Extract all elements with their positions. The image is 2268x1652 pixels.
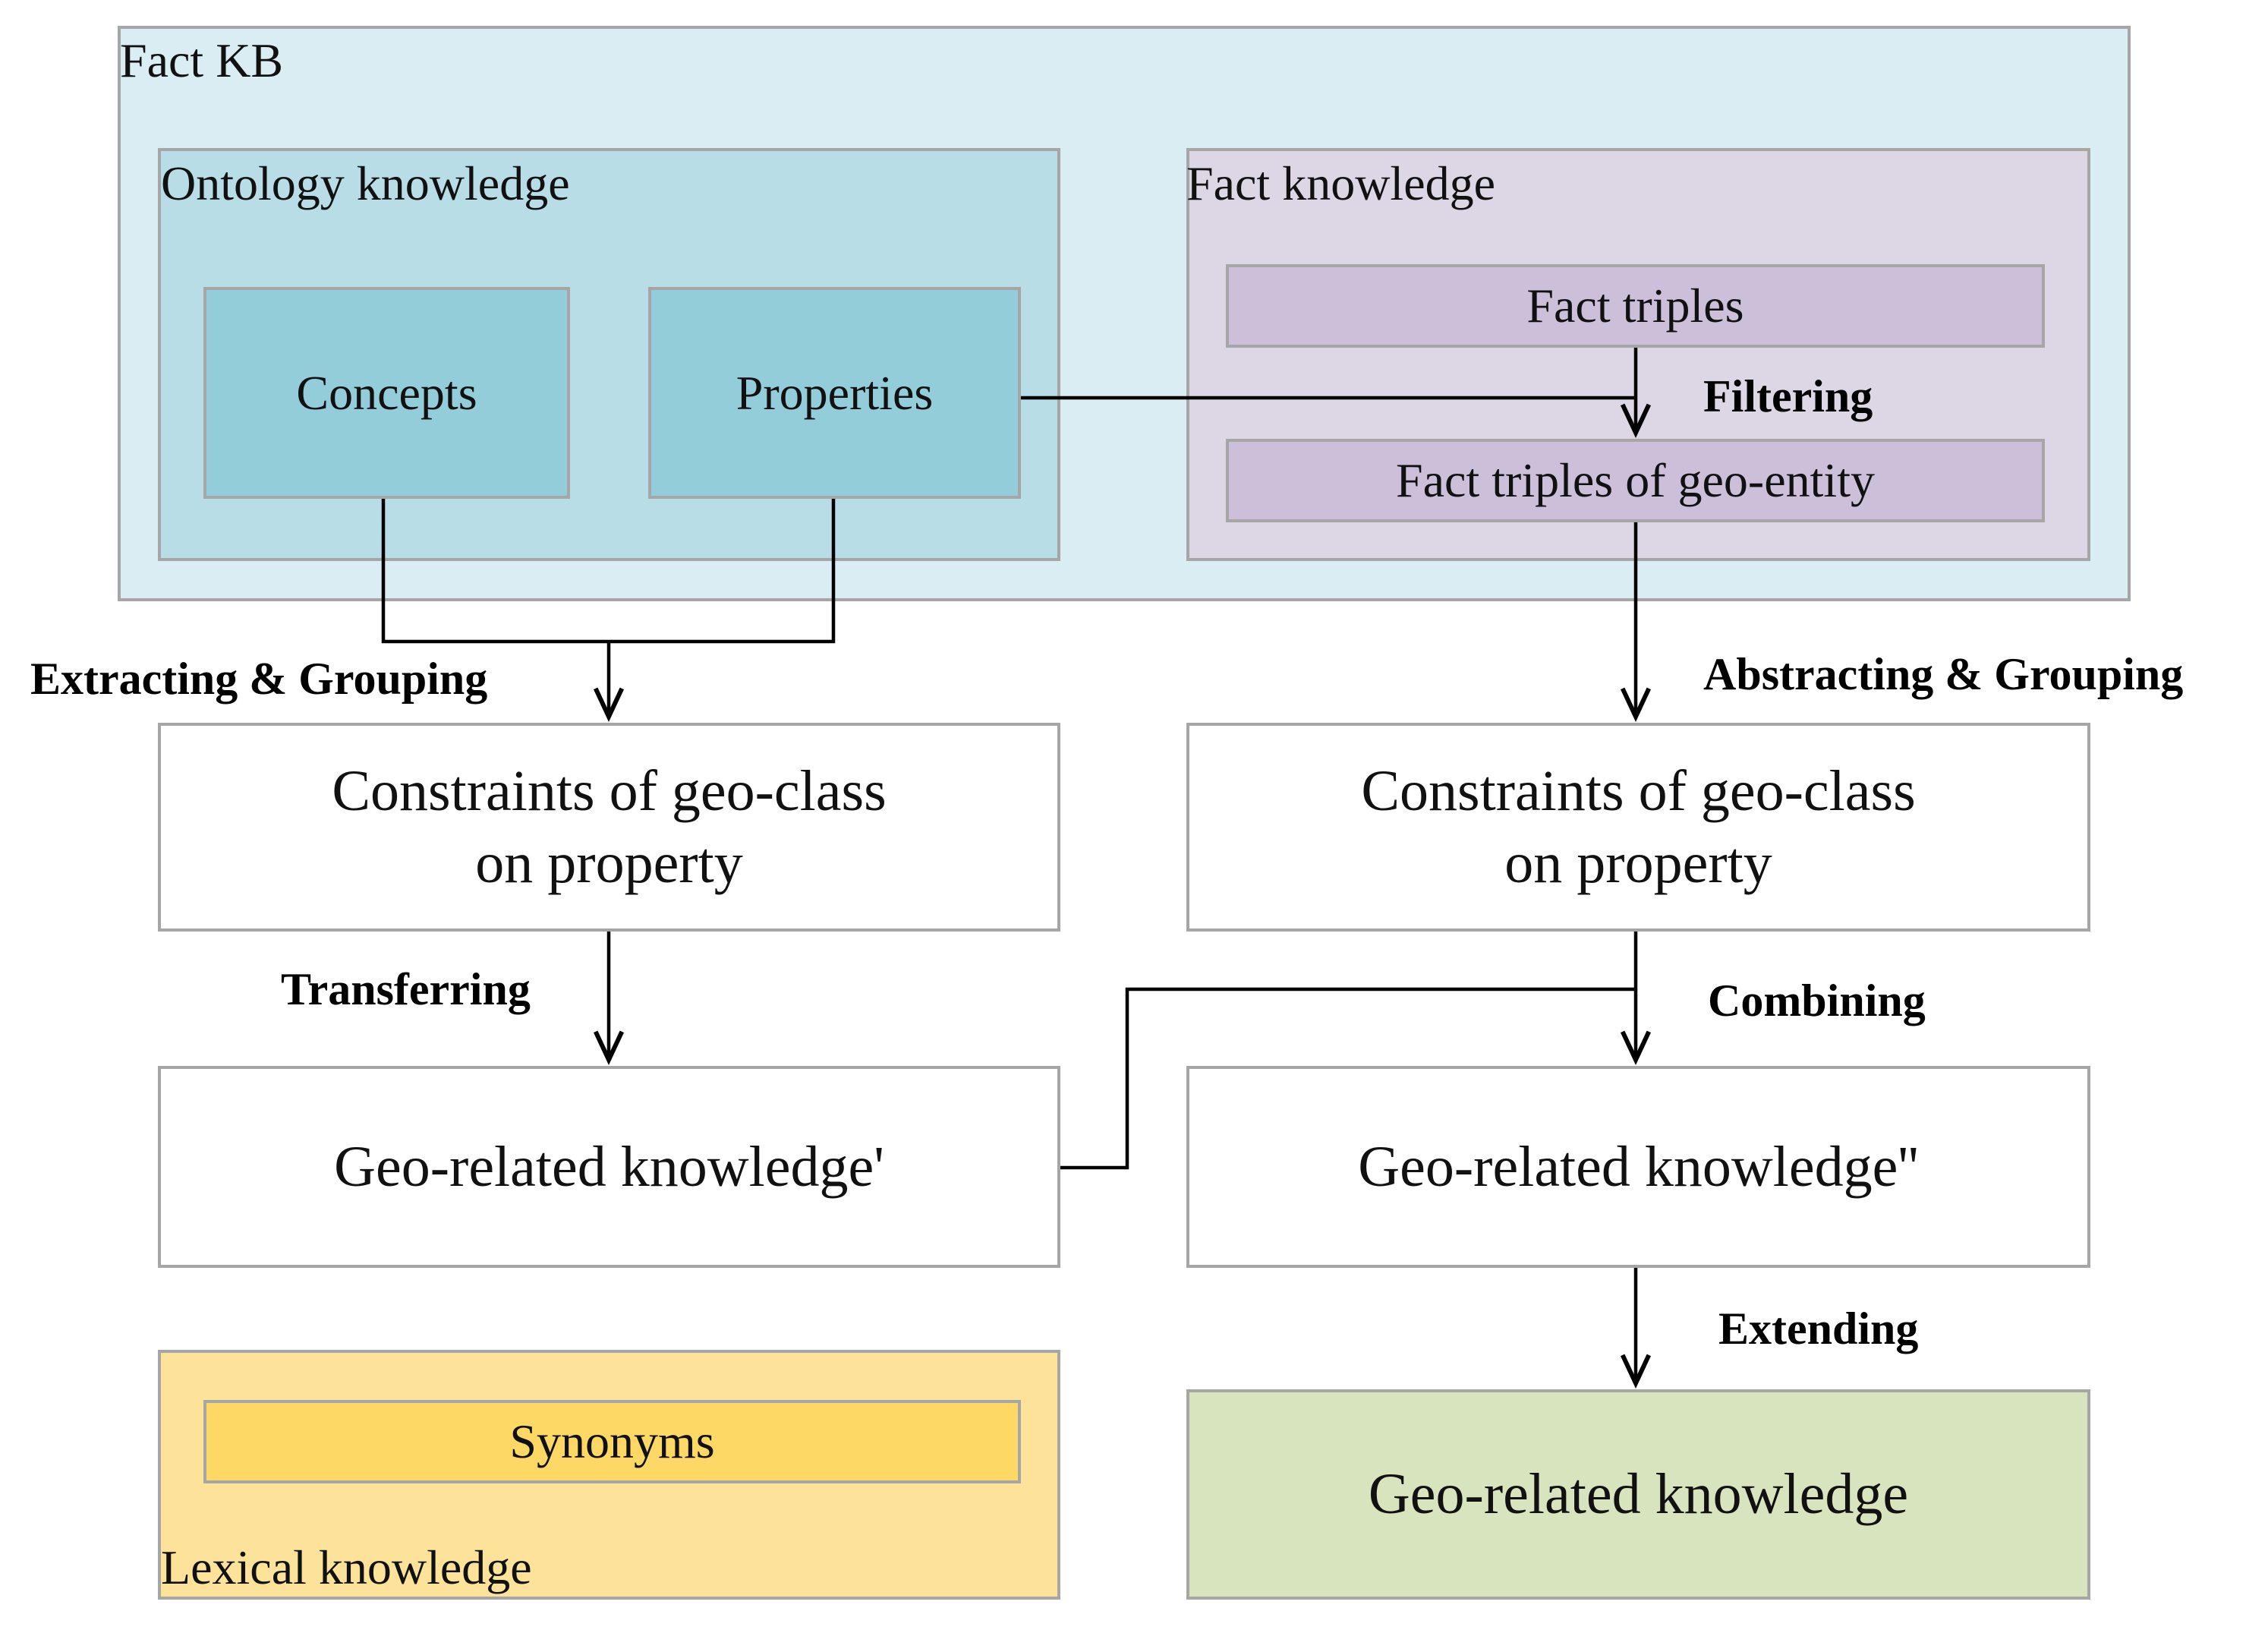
constraints-left-node: Constraints of geo-class on property — [158, 723, 1060, 932]
constraints-right-node: Constraints of geo-class on property — [1186, 723, 2090, 932]
extending-label: Extending — [1718, 1304, 1919, 1354]
fact-kb-label: Fact KB — [120, 33, 284, 87]
fact-triples-geo-entity-node: Fact triples of geo-entity — [1226, 439, 2045, 522]
filtering-label: Filtering — [1703, 371, 1873, 421]
fact-triples-node: Fact triples — [1226, 264, 2045, 348]
transferring-label: Transferring — [281, 964, 531, 1014]
properties-node: Properties — [648, 287, 1021, 499]
extracting-merge-line — [381, 499, 836, 644]
concepts-node: Concepts — [203, 287, 570, 499]
geo-knowledge-node: Geo-related knowledge — [1186, 1389, 2090, 1600]
ontology-knowledge-label: Ontology knowledge — [161, 156, 570, 210]
lexical-knowledge-label: Lexical knowledge — [161, 1540, 532, 1594]
fact-knowledge-label: Fact knowledge — [1186, 156, 1495, 210]
combine-join-line — [1060, 987, 1636, 1170]
combining-label: Combining — [1708, 976, 1926, 1026]
abstracting-grouping-label: Abstracting & Grouping — [1703, 649, 2184, 699]
synonyms-node: Synonyms — [203, 1400, 1021, 1483]
geo-knowledge-double-prime-node: Geo-related knowledge'' — [1186, 1066, 2090, 1268]
extracting-grouping-label: Extracting & Grouping — [30, 654, 488, 704]
geo-knowledge-prime-node: Geo-related knowledge' — [158, 1066, 1060, 1268]
